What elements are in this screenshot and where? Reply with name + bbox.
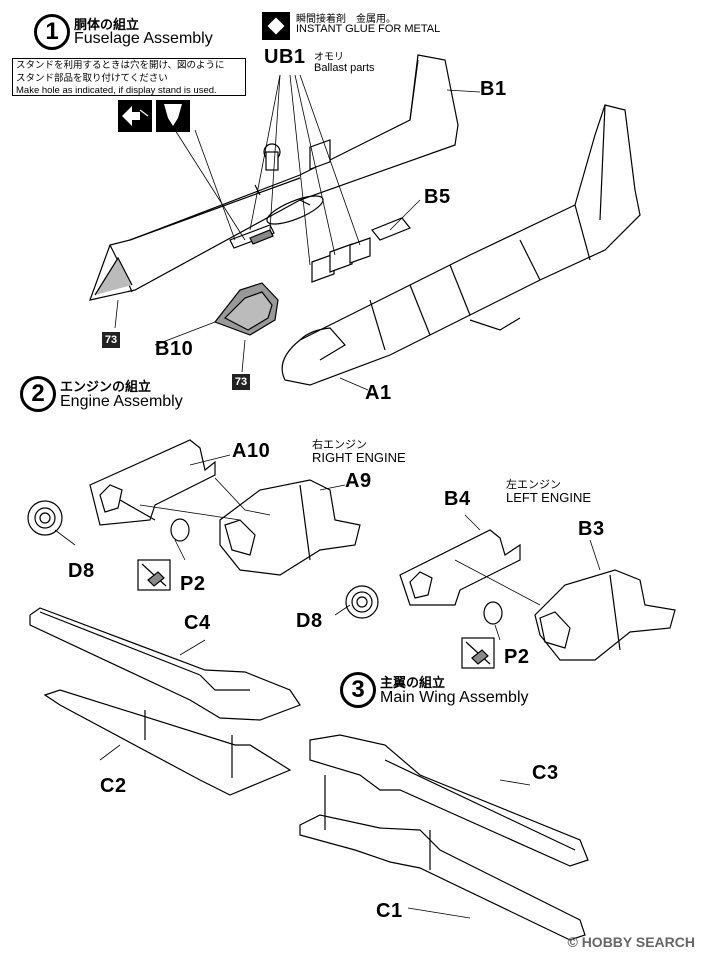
part-label-b3: B3 xyxy=(578,518,605,540)
watermark-symbol: © xyxy=(567,934,578,950)
leader-lines-step1 xyxy=(114,74,481,391)
part-label-p2-left: P2 xyxy=(504,646,530,668)
hobby-search-watermark: © HOBBY SEARCH xyxy=(567,934,695,950)
ballast-label-jp: オモリ xyxy=(314,52,344,63)
left-engine-label-en: LEFT ENGINE xyxy=(506,490,592,505)
part-label-b1: B1 xyxy=(480,78,507,100)
right-wing-drawing xyxy=(299,734,589,941)
part-label-d8-right: D8 xyxy=(68,560,95,582)
drill-hole-icons-shape xyxy=(118,100,190,132)
step3-title-jp: 主翼の組立 xyxy=(380,676,446,691)
step3-title-en: Main Wing Assembly xyxy=(380,689,529,706)
step3-number-badge: 3 xyxy=(340,672,376,708)
part-label-c1: C1 xyxy=(376,900,403,922)
part-label-a9: A9 xyxy=(345,470,372,492)
right-engine-label-en: RIGHT ENGINE xyxy=(312,450,406,465)
glue-note-en: INSTANT GLUE FOR METAL xyxy=(296,23,441,35)
instant-glue-icon-shape xyxy=(262,12,290,40)
left-engine-label-jp: 左エンジン xyxy=(506,478,561,491)
stand-insert-b10-drawing xyxy=(214,143,281,336)
right-engine-drawing xyxy=(27,439,361,576)
part-label-ub1: UB1 xyxy=(264,46,306,68)
left-wing-drawing xyxy=(29,607,301,796)
step2-title-jp: エンジンの組立 xyxy=(60,380,152,395)
watermark-text: HOBBY SEARCH xyxy=(581,934,695,950)
part-label-b4: B4 xyxy=(444,488,471,510)
step1-number-badge: 1 xyxy=(34,14,70,50)
part-label-c4: C4 xyxy=(184,612,211,634)
fuselage-right-half-drawing xyxy=(281,104,641,386)
ballast-label-en: Ballast parts xyxy=(314,62,375,74)
stand-note-box: スタンドを利用するときは穴を開け、図のように スタンド部品を取り付けてください … xyxy=(12,58,246,96)
part-label-d8-left: D8 xyxy=(296,610,323,632)
part-label-c2: C2 xyxy=(100,775,127,797)
paint-code-badge-2: 73 xyxy=(232,374,250,390)
fuselage-left-half-drawing xyxy=(89,54,459,301)
part-label-a10: A10 xyxy=(232,440,271,462)
part-label-a1: A1 xyxy=(365,382,392,404)
step2-title-en: Engine Assembly xyxy=(60,393,183,410)
part-label-b10: B10 xyxy=(155,338,194,360)
leader-lines-parts xyxy=(54,454,601,761)
stand-note-en: Make hole as indicated, if display stand… xyxy=(16,85,217,96)
stand-note-jp-line1: スタンドを利用するときは穴を開け、図のように xyxy=(16,60,225,71)
no-glue-icons-shape xyxy=(137,559,495,669)
part-label-b5: B5 xyxy=(424,186,451,208)
right-engine-label-jp: 右エンジン xyxy=(312,438,367,451)
step1-title-jp: 胴体の組立 xyxy=(74,18,140,33)
part-label-p2-right: P2 xyxy=(180,573,206,595)
paint-code-badge-1: 73 xyxy=(102,332,120,348)
part-label-c3: C3 xyxy=(532,762,559,784)
step2-number-badge: 2 xyxy=(20,376,56,412)
left-engine-drawing xyxy=(345,529,676,661)
glue-note-jp: 瞬間接着剤 金属用。 xyxy=(296,14,396,25)
step1-title-en: Fuselage Assembly xyxy=(74,30,213,47)
stand-note-jp-line2: スタンド部品を取り付けてください xyxy=(16,72,168,84)
